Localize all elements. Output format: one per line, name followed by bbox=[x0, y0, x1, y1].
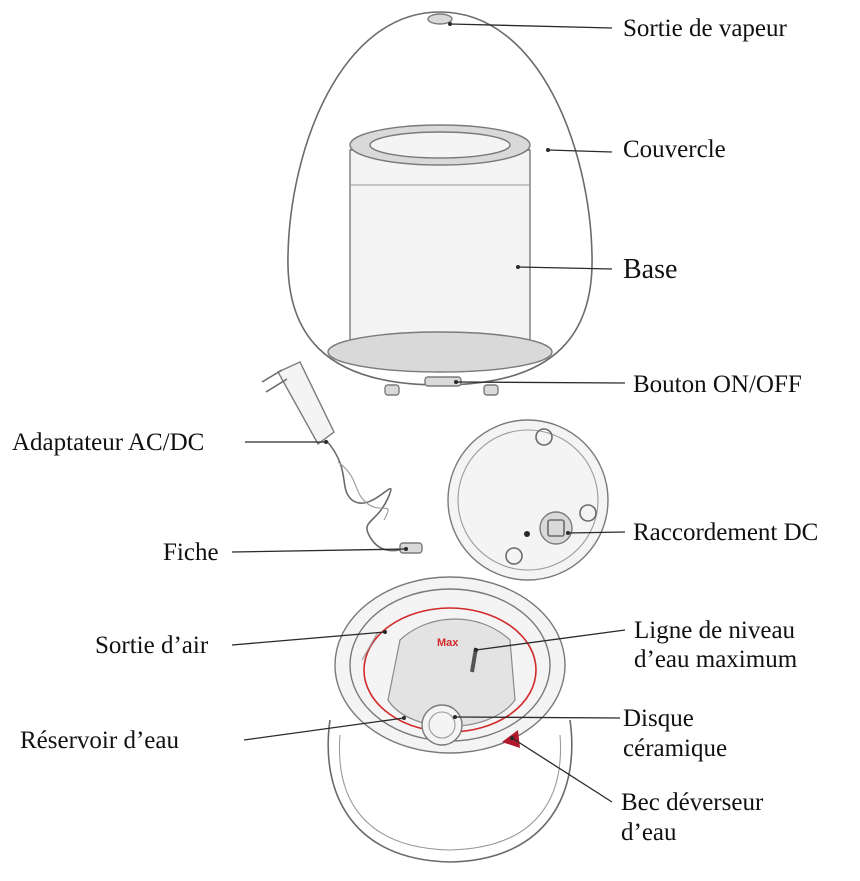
dc-socket bbox=[539, 511, 573, 545]
label-adapter: Adaptateur AC/DC bbox=[12, 429, 204, 456]
base-plate bbox=[327, 331, 553, 373]
dc-plug bbox=[399, 542, 423, 554]
reservoir-basin bbox=[387, 618, 516, 727]
label-max-level-line1: Ligne de niveau bbox=[634, 617, 796, 644]
label-max-level-line2: d’eau maximum bbox=[634, 646, 798, 673]
label-lid: Couvercle bbox=[623, 136, 726, 163]
label-water-tank: Réservoir d’eau bbox=[20, 727, 179, 754]
steam-outlet-nozzle bbox=[427, 13, 453, 25]
labels: Sortie de vapeur Couvercle Base Bouton O… bbox=[12, 15, 818, 846]
label-dc-connector: Raccordement DC bbox=[633, 519, 818, 546]
label-base: Base bbox=[623, 254, 677, 285]
ac-dc-adapter bbox=[261, 361, 423, 554]
label-plug: Fiche bbox=[163, 539, 219, 566]
label-spout-line1: Bec déverseur bbox=[621, 789, 764, 816]
label-steam-outlet: Sortie de vapeur bbox=[623, 15, 788, 42]
label-ceramic-disc-line2: céramique bbox=[623, 735, 727, 762]
base-cylinder bbox=[327, 124, 553, 396]
ceramic-disc bbox=[421, 704, 463, 746]
leader-lines bbox=[231, 22, 626, 803]
max-mark: Max bbox=[437, 637, 459, 649]
water-tank-unit: Max bbox=[327, 576, 573, 863]
label-power-button: Bouton ON/OFF bbox=[633, 371, 802, 398]
label-ceramic-disc-line1: Disque bbox=[623, 705, 694, 732]
label-spout-line2: d’eau bbox=[621, 819, 677, 846]
base-bottom-view bbox=[447, 419, 609, 581]
label-air-outlet: Sortie d’air bbox=[95, 632, 209, 659]
